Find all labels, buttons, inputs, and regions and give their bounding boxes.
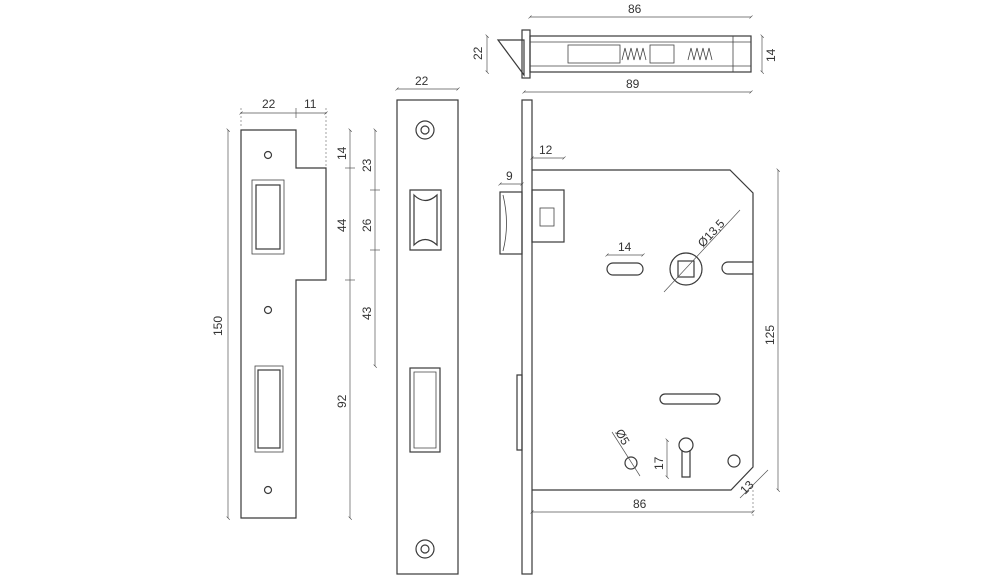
dim-faceplate-latch-top: 23: [360, 158, 374, 172]
dim-top-body-length: 86: [628, 2, 642, 16]
strike-plate: [240, 129, 327, 519]
dim-case-height: 125: [763, 325, 777, 345]
side-view-dimensions: 12 9 14 Ø13,5 125 Ø5 17 13 86: [500, 143, 778, 518]
dim-strike-width: 22: [262, 97, 276, 111]
dim-latch-width: 9: [506, 169, 513, 183]
dim-faceplate-width: 22: [415, 74, 429, 88]
dim-strike-height: 150: [211, 316, 225, 336]
strike-plate-dimensions: 22 11 150 14 44 92: [211, 97, 355, 518]
dim-top-depth: 14: [764, 48, 778, 62]
dim-top-thickness: 22: [471, 46, 485, 60]
dim-strike-bolt-center: 92: [335, 394, 349, 408]
dim-keyhole-offset: 17: [652, 456, 666, 470]
lock-side-view: [499, 99, 754, 575]
dim-latch-projection: 12: [539, 143, 553, 157]
top-view-dimensions: 86 22 14 89: [471, 2, 778, 92]
dim-strike-lip: 11: [304, 97, 317, 111]
dim-backset: 86: [633, 497, 647, 511]
dim-faceplate-latch-height: 26: [360, 218, 374, 232]
dim-spindle-diameter: Ø13,5: [695, 216, 728, 250]
faceplate-dimensions: 22 23 26 43: [360, 74, 458, 366]
lock-top-view: [496, 29, 752, 79]
dim-strike-top-offset: 14: [335, 146, 349, 160]
faceplate: [396, 99, 459, 575]
dim-strike-latch-opening: 44: [335, 218, 349, 232]
dim-faceplate-bolt-offset: 43: [360, 306, 374, 320]
dim-screw-hole: Ø5: [612, 427, 632, 448]
dim-handle-slot: 14: [618, 240, 632, 254]
dim-top-overall: 89: [626, 77, 640, 91]
